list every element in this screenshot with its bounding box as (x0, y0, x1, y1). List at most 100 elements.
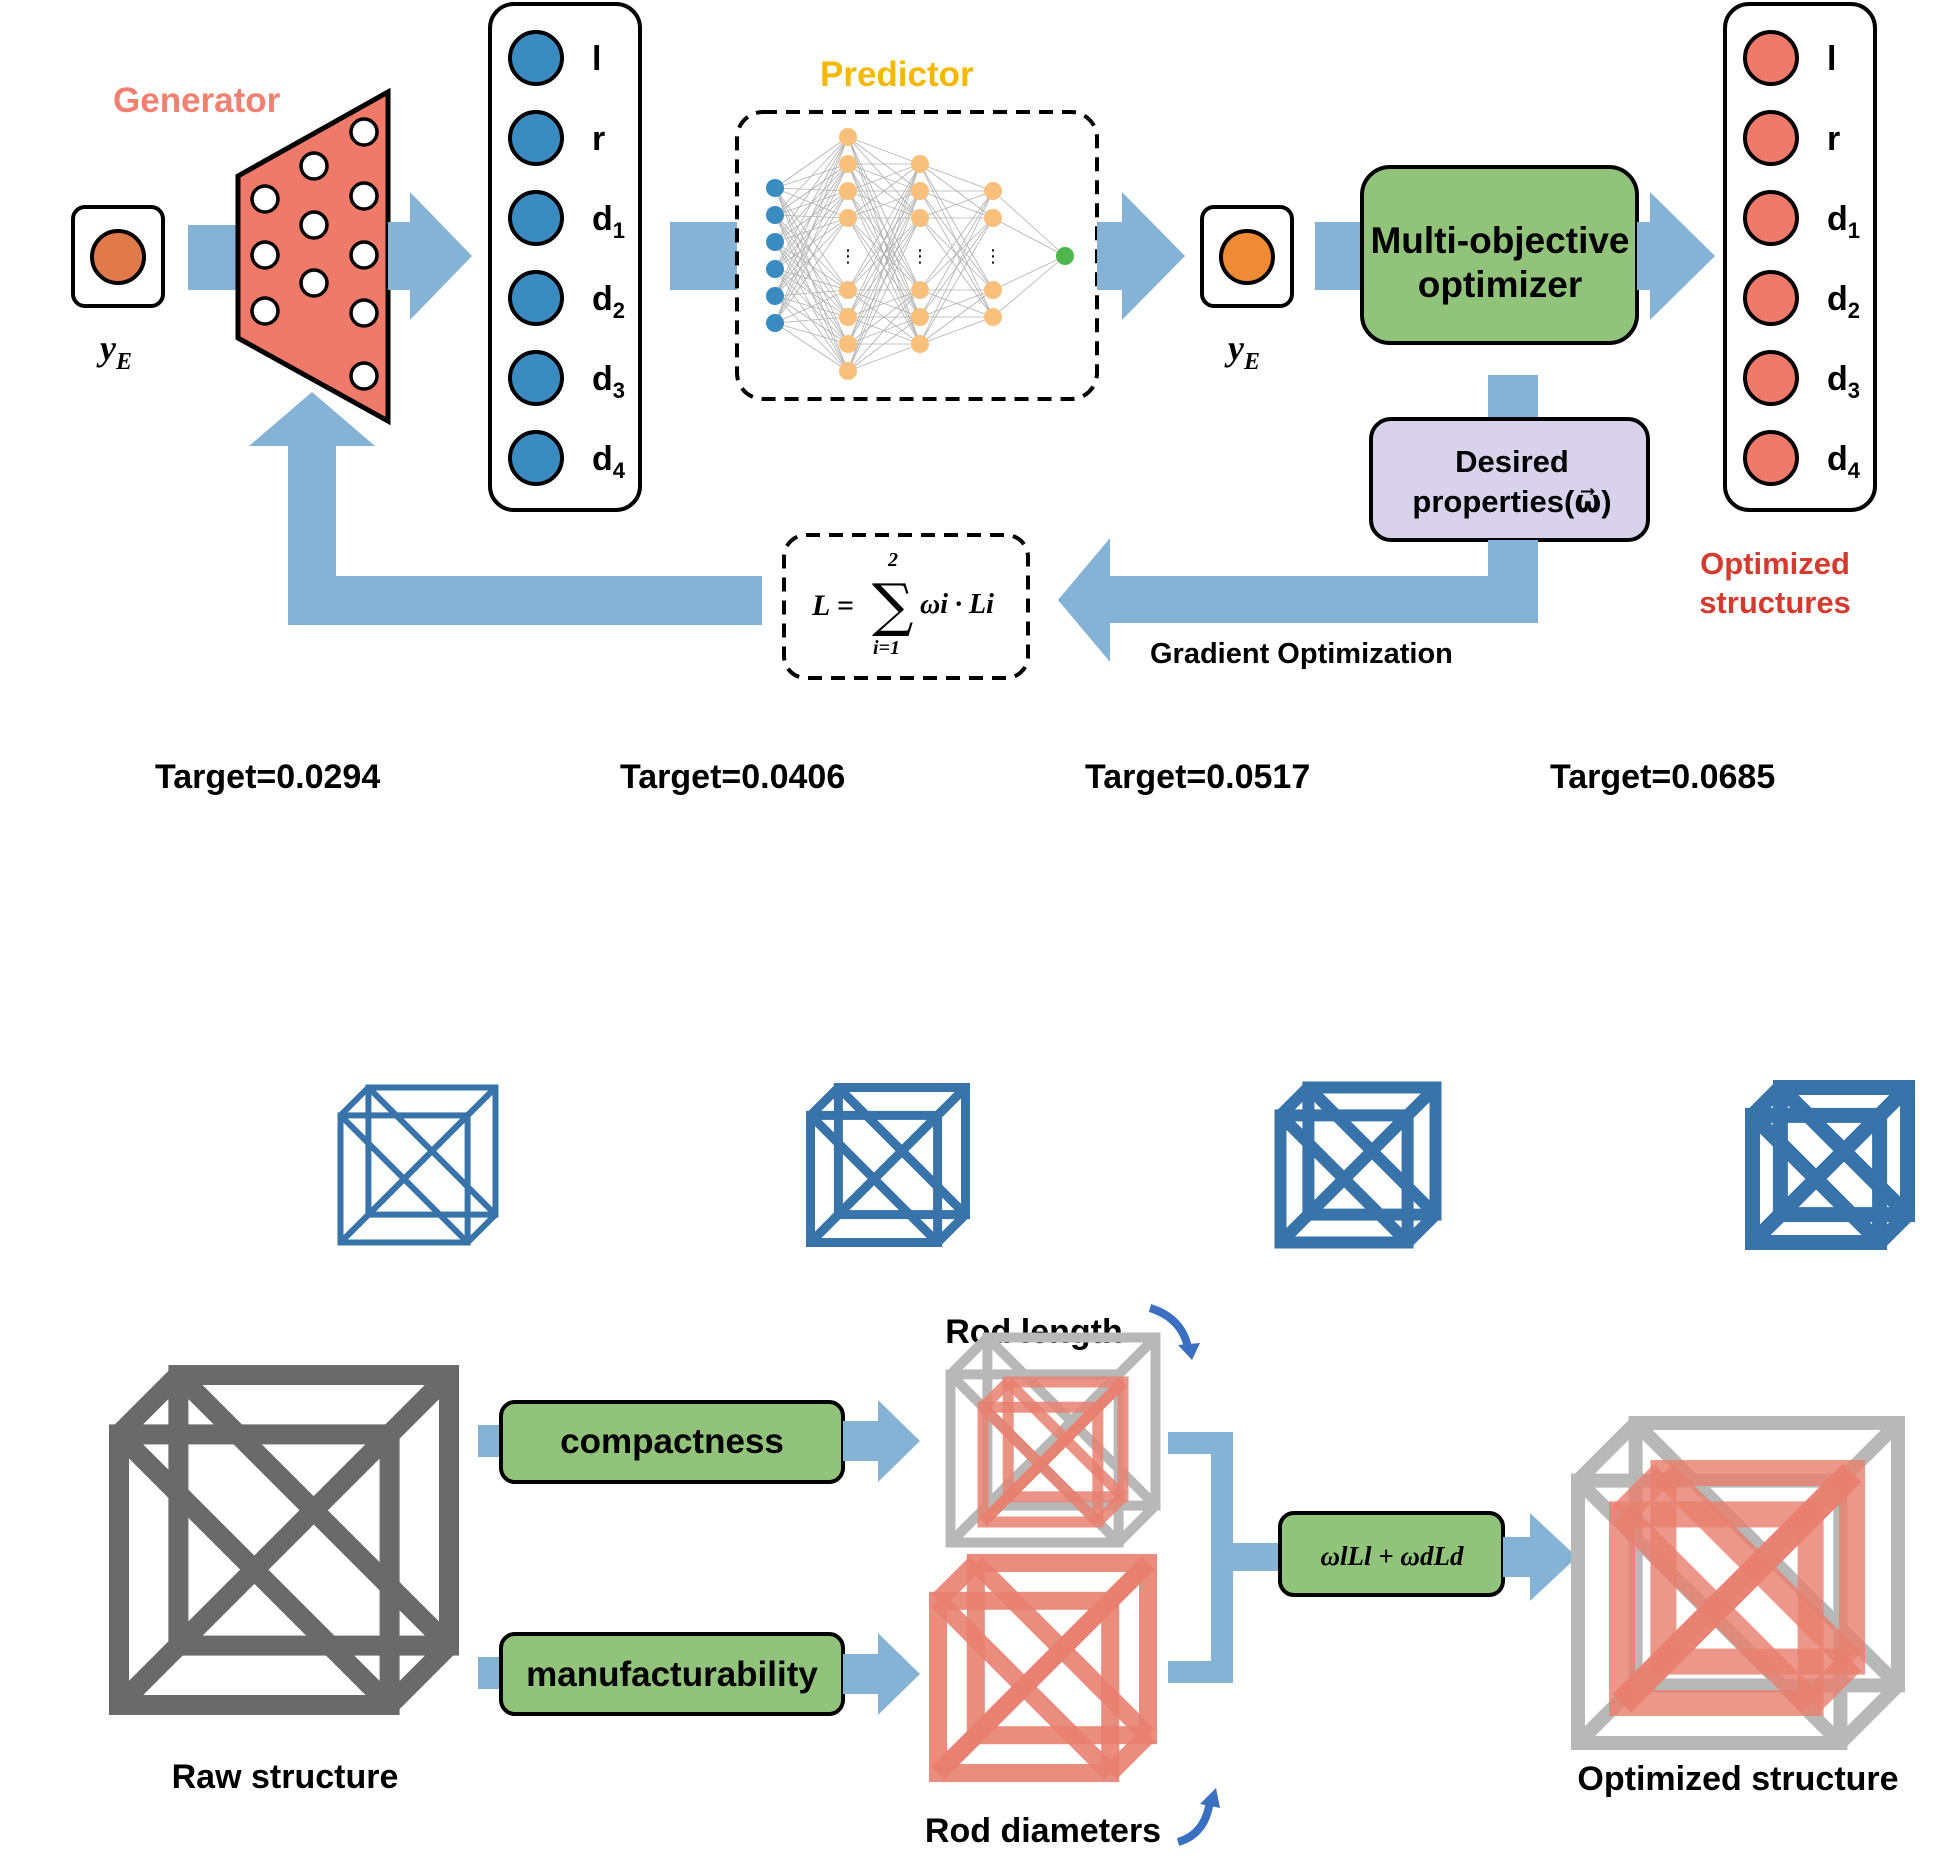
nn-connection (847, 136, 921, 291)
nn-connection (919, 190, 994, 345)
target-label-4: Target=0.0685 (1550, 758, 1775, 796)
latent-param-label-1: r (592, 120, 605, 158)
cube-strut (109, 1424, 400, 1716)
nn-connection (919, 316, 994, 345)
nn-connection (847, 289, 921, 318)
svg-text:2: 2 (887, 549, 898, 571)
optimized-param-label-4: d3 (1827, 360, 1860, 403)
nn-neuron (766, 287, 784, 305)
nn-connection (919, 190, 994, 219)
nn-connection (847, 163, 921, 291)
arrow-manufacturability-to-rod-diameters (843, 1633, 920, 1715)
raw-structure-label: Raw structure (172, 1758, 399, 1796)
nn-connection (847, 136, 921, 165)
cube-strut (1573, 1418, 1641, 1486)
loss-equation: L = ∑ 2 i=1 ωi · Li (811, 549, 994, 659)
rod-length-label: Rod length (945, 1313, 1123, 1351)
cube-strut (979, 1403, 1102, 1526)
svg-text:i=1: i=1 (873, 637, 900, 659)
rod-length-cube (945, 1332, 1161, 1548)
generated-structures (337, 1080, 1916, 1251)
nn-connection (774, 136, 849, 243)
nn-connection (919, 163, 994, 192)
summation-symbol: ∑ (872, 571, 913, 639)
desired-properties-line2: properties(ω⃗) (1412, 484, 1611, 519)
latent-param-node-1 (508, 110, 564, 166)
nn-connection (774, 316, 849, 324)
arrow-optimizer-to-desired (1488, 375, 1538, 420)
cube-strut (931, 1594, 1117, 1780)
nn-connection (847, 163, 921, 318)
desired-properties-box (1369, 417, 1650, 542)
arrow-gradient-optimization (1058, 538, 1538, 662)
cube-strut (111, 1427, 397, 1713)
combined-loss-formula: ωlLl + ωdLd (1321, 1541, 1464, 1571)
generator-network (235, 87, 391, 426)
arrow-loss-to-generator (249, 392, 762, 625)
generated-structure-4 (1745, 1080, 1916, 1251)
cube-strut (1835, 1680, 1903, 1748)
nn-connection (774, 163, 849, 324)
nn-connection (847, 190, 921, 372)
input-target-node (71, 205, 165, 308)
combine-connector (1232, 1543, 1280, 1571)
nn-neuron (984, 209, 1002, 227)
optimized-param-label-2: d1 (1827, 200, 1860, 243)
cube-strut (365, 1084, 499, 1218)
rod-length-curved-arrow-icon (1148, 1304, 1192, 1349)
generated-structure-3 (1274, 1081, 1442, 1249)
predictor-neural-network: ⋮⋮⋮ (766, 128, 1074, 380)
optimized-param-label-0: l (1827, 40, 1836, 78)
arrow-predictor-to-output (1097, 192, 1185, 320)
generated-structure-2 (806, 1083, 971, 1248)
nn-connection (774, 136, 849, 270)
nn-neuron (839, 362, 857, 380)
optimized-parameter-box (1723, 2, 1877, 512)
nn-connection (847, 190, 921, 219)
cube-strut (1115, 1333, 1160, 1378)
cube-strut (946, 1333, 991, 1378)
nn-connection (774, 214, 849, 291)
nn-neuron (911, 182, 929, 200)
optimized-param-node-0 (1743, 30, 1799, 86)
optimizer-label-line2: optimizer (1418, 264, 1582, 305)
nn-connection (847, 163, 921, 192)
raw-structure-cube (109, 1365, 459, 1716)
rod-diameters-curved-arrow-icon (1176, 1799, 1214, 1846)
cube-strut (338, 1113, 470, 1245)
latent-param-label-4: d3 (592, 360, 625, 403)
nn-neuron (766, 233, 784, 251)
latent-param-label-2: d1 (592, 200, 625, 243)
cube-strut (465, 1212, 498, 1245)
target-label-1: Target=0.0294 (155, 758, 380, 796)
cube-strut (1274, 1109, 1414, 1249)
nn-connection (919, 289, 994, 345)
optimized-param-node-3 (1743, 270, 1799, 326)
nn-neuron (984, 308, 1002, 326)
svg-text:L =: L = (811, 589, 854, 622)
nn-neuron (766, 206, 784, 224)
nn-neuron (839, 128, 857, 146)
cube-strut (338, 1085, 371, 1118)
nn-neuron (839, 281, 857, 299)
nn-connection (774, 136, 849, 189)
optimized-param-node-2 (1743, 190, 1799, 246)
nn-neuron (839, 155, 857, 173)
desired-properties-line1: Desired (1455, 444, 1569, 479)
arrow-optimizer-to-structures (1637, 192, 1715, 320)
nn-neuron (766, 314, 784, 332)
svg-text:ωi · Li: ωi · Li (920, 589, 994, 620)
arrow-combined-to-optimized (1503, 1513, 1577, 1601)
cube-strut (1745, 1107, 1888, 1251)
optimized-param-label-3: d2 (1827, 280, 1860, 323)
latent-param-node-3 (508, 270, 564, 326)
latent-param-label-3: d2 (592, 280, 625, 323)
nn-neuron (839, 308, 857, 326)
nn-connection (774, 322, 849, 345)
cube-strut (977, 1401, 1104, 1528)
output-target-label: yE (1224, 328, 1260, 375)
nn-neuron (839, 209, 857, 227)
optimized-structures-label-line1: Optimized (1700, 546, 1850, 581)
